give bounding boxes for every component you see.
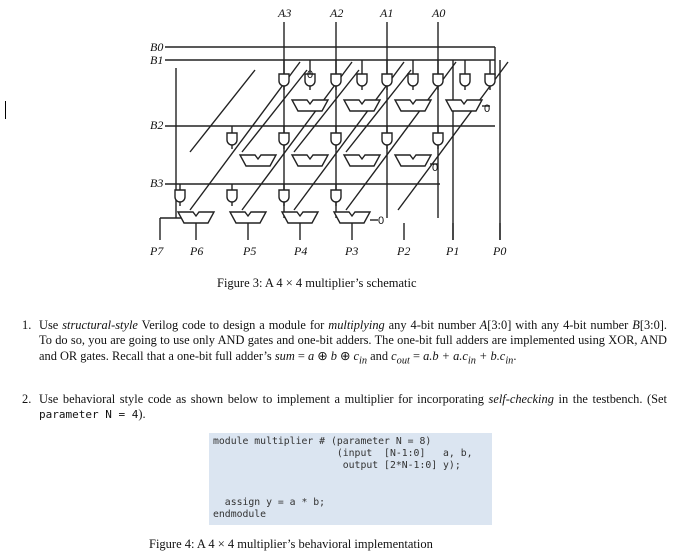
diagonal-wire [241,61,353,211]
and-gate [330,73,342,87]
zero-label-row3: 0 [378,215,384,227]
diagonal-wire [293,69,360,153]
task-1-number: 1. [22,318,32,332]
and-gate [432,132,444,146]
diagonal-wire [241,69,308,153]
and-gate [278,132,290,146]
and-gate [226,189,238,203]
and-gate [484,73,496,87]
label-p2: P2 [396,244,410,258]
label-p3: P3 [344,244,358,258]
full-adder [444,99,484,112]
multiplier-schematic: A3 A2 A1 A0 B0 B1 B2 B3 P7 P6 P5 P4 P3 P… [149,6,509,258]
diagonal-wire [345,69,412,153]
and-gate [304,73,316,87]
label-p4: P4 [293,244,307,258]
label-b0: B0 [150,40,163,54]
label-p7: P7 [149,244,164,258]
full-adder [280,211,320,224]
and-gate [174,189,186,203]
full-adder [290,99,330,112]
figure-3-caption: Figure 3: A 4 × 4 multiplier’s schematic [217,276,417,290]
label-p1: P1 [445,244,459,258]
full-adder [332,211,372,224]
task-2-text: Use behavioral style code as shown below… [39,392,667,422]
diagonal-wire [293,61,405,211]
schematic-wires [159,22,509,240]
full-adder [393,99,433,112]
and-gate [407,73,419,87]
schematic-labels: A3 A2 A1 A0 B0 B1 B2 B3 P7 P6 P5 P4 P3 P… [149,6,506,258]
and-gate [278,189,290,203]
and-gate [381,73,393,87]
and-gate [330,132,342,146]
task-2-number: 2. [22,392,32,406]
label-a2: A2 [329,6,343,20]
code-block: module multiplier # (parameter N = 8) (i… [209,433,492,525]
and-gate [381,132,393,146]
and-gate [278,73,290,87]
code-text: module multiplier # (parameter N = 8) (i… [213,436,473,521]
full-adder [393,154,433,167]
zero-label-row1: 0 [484,103,490,115]
label-p0: P0 [492,244,506,258]
full-adder [176,211,216,224]
zero-label-row2: 0 [432,162,438,174]
label-a1: A1 [379,6,393,20]
task-1-text: Use structural-style Verilog code to des… [39,318,667,367]
schematic-gates [174,73,496,224]
diagonal-wire [189,69,256,153]
label-b2: B2 [150,118,163,132]
and-gate [330,189,342,203]
and-gate [356,73,368,87]
label-b3: B3 [150,176,163,190]
label-b1: B1 [150,53,163,67]
label-p5: P5 [242,244,256,258]
full-adder [228,211,268,224]
and-gate [432,73,444,87]
label-a3: A3 [277,6,291,20]
and-gate [226,132,238,146]
full-adder [342,99,382,112]
label-a0: A0 [431,6,445,20]
full-adder [342,154,382,167]
label-p6: P6 [189,244,203,258]
and-gate [459,73,471,87]
zero-label-top: 0 [307,69,313,81]
zero-labels: 0 0 0 0 [307,69,490,227]
diagonal-wire [189,61,301,211]
text-cursor [5,101,6,119]
full-adder [290,154,330,167]
full-adder [238,154,278,167]
figure-4-caption: Figure 4: A 4 × 4 multiplier’s behaviora… [149,537,433,551]
